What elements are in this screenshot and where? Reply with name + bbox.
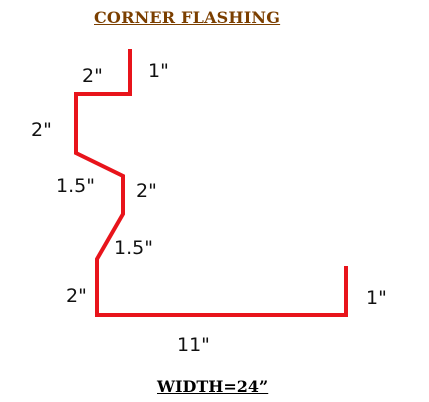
dimension-middle-drop: 2" bbox=[136, 180, 157, 202]
dimension-right-lip: 1" bbox=[366, 287, 387, 309]
dimension-lower-slope: 1.5" bbox=[114, 237, 153, 259]
dimension-top-lip: 1" bbox=[148, 60, 169, 82]
dimension-bottom: 11" bbox=[177, 334, 210, 356]
dimension-upper-left-drop: 2" bbox=[31, 119, 52, 141]
diagram-title: CORNER FLASHING bbox=[94, 8, 281, 27]
width-total-label: WIDTH=24” bbox=[157, 377, 269, 396]
dimension-top-return: 2" bbox=[82, 65, 103, 87]
dimension-lower-left-drop: 2" bbox=[66, 285, 87, 307]
dimension-upper-slope: 1.5" bbox=[56, 175, 95, 197]
flashing-profile-line bbox=[74, 49, 348, 317]
